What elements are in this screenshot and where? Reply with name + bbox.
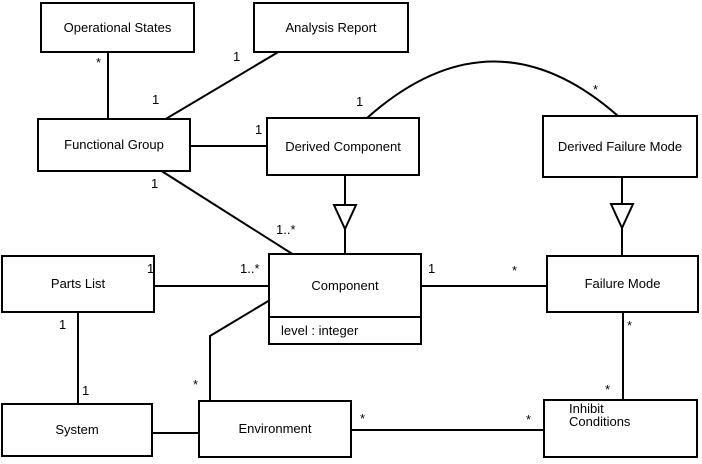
- assoc-environment-component: [209, 299, 271, 402]
- class-component: Component level : integer: [268, 253, 422, 345]
- assoc-derived-component-derived-failure-mode-arc: [366, 60, 619, 119]
- multiplicity-label: 1: [255, 122, 263, 137]
- multiplicity-label: 1..*: [276, 222, 296, 237]
- class-functional-group: Functional Group: [37, 118, 191, 172]
- multiplicity-label: *: [360, 411, 366, 426]
- generalization-triangle-icon: [609, 203, 635, 231]
- multiplicity-label: *: [605, 382, 611, 397]
- class-name: Parts List: [50, 276, 106, 291]
- class-name-compartment: Component: [270, 255, 420, 318]
- generalization-derived-failure-mode-to-failure-mode: [609, 176, 635, 257]
- class-name: Component: [311, 277, 379, 293]
- class-name: Functional Group: [64, 137, 164, 152]
- multiplicity-label: 1: [82, 383, 90, 398]
- attribute-label: level : integer: [281, 322, 359, 338]
- class-attribute-compartment: level : integer: [270, 318, 420, 343]
- class-derived-component: Derived Component: [266, 117, 420, 176]
- multiplicity-label: 1: [151, 176, 159, 191]
- multiplicity-label: 1..*: [240, 261, 260, 276]
- multiplicity-label: 1: [152, 92, 160, 107]
- assoc-functional-group-component: [159, 169, 295, 256]
- class-name: Operational States: [63, 19, 172, 35]
- assoc-analysis-report-functional-group: [163, 50, 281, 121]
- class-name: Derived Failure Mode: [557, 138, 683, 154]
- multiplicity-label: 1: [59, 317, 67, 332]
- class-name: Derived Component: [285, 138, 401, 154]
- multiplicity-label: 1: [147, 261, 155, 276]
- class-derived-failure-mode: Derived Failure Mode: [542, 115, 698, 178]
- class-name: Inhibit Conditions: [569, 401, 631, 429]
- multiplicity-label: *: [593, 82, 599, 97]
- multiplicity-label: 1: [356, 94, 364, 109]
- multiplicity-label: 1: [428, 261, 436, 276]
- multiplicity-label: *: [512, 263, 518, 278]
- class-name: Environment: [238, 421, 312, 436]
- class-system: System: [1, 403, 153, 457]
- class-failure-mode: Failure Mode: [546, 255, 699, 313]
- class-name: System: [55, 422, 99, 437]
- multiplicity-label: 1: [233, 49, 241, 64]
- generalization-derived-component-to-component: [332, 174, 358, 255]
- multiplicity-label: *: [627, 318, 633, 333]
- class-analysis-report: Analysis Report: [253, 2, 409, 53]
- multiplicity-label: *: [96, 55, 102, 70]
- class-operational-states: Operational States: [40, 2, 195, 53]
- class-inhibit-conditions: Inhibit Conditions: [543, 399, 698, 458]
- generalization-triangle-icon: [332, 204, 358, 232]
- class-environment: Environment: [198, 400, 352, 458]
- class-name: Failure Mode: [584, 276, 661, 291]
- multiplicity-label: *: [526, 412, 532, 427]
- class-parts-list: Parts List: [1, 255, 155, 313]
- multiplicity-label: *: [193, 377, 199, 392]
- class-name: Analysis Report: [285, 19, 377, 35]
